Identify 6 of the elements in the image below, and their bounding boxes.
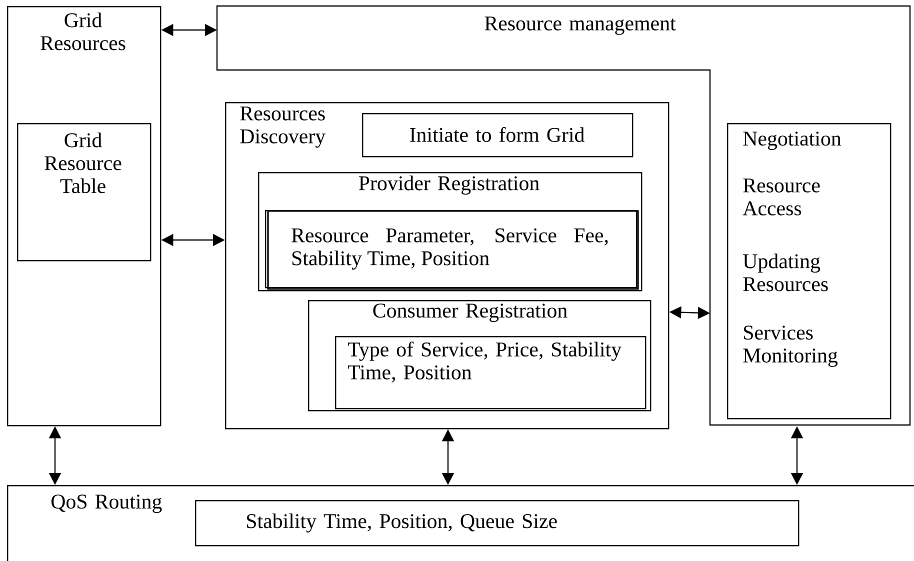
parameter-box: Type of Service, Price, Stability Time, Position: [335, 336, 646, 410]
process-box: Initiate to form Grid: [362, 113, 634, 158]
table-box: Grid Resource Table: [17, 123, 152, 262]
function-list-box: Negotiation Resource Access Updating Resources Services Monitoring: [727, 123, 892, 420]
parameter-box: Resource Parameter, Service Fee, Stability Time, Position: [265, 210, 639, 290]
queue-box: Stability Time, Position, Queue Size: [195, 500, 800, 546]
